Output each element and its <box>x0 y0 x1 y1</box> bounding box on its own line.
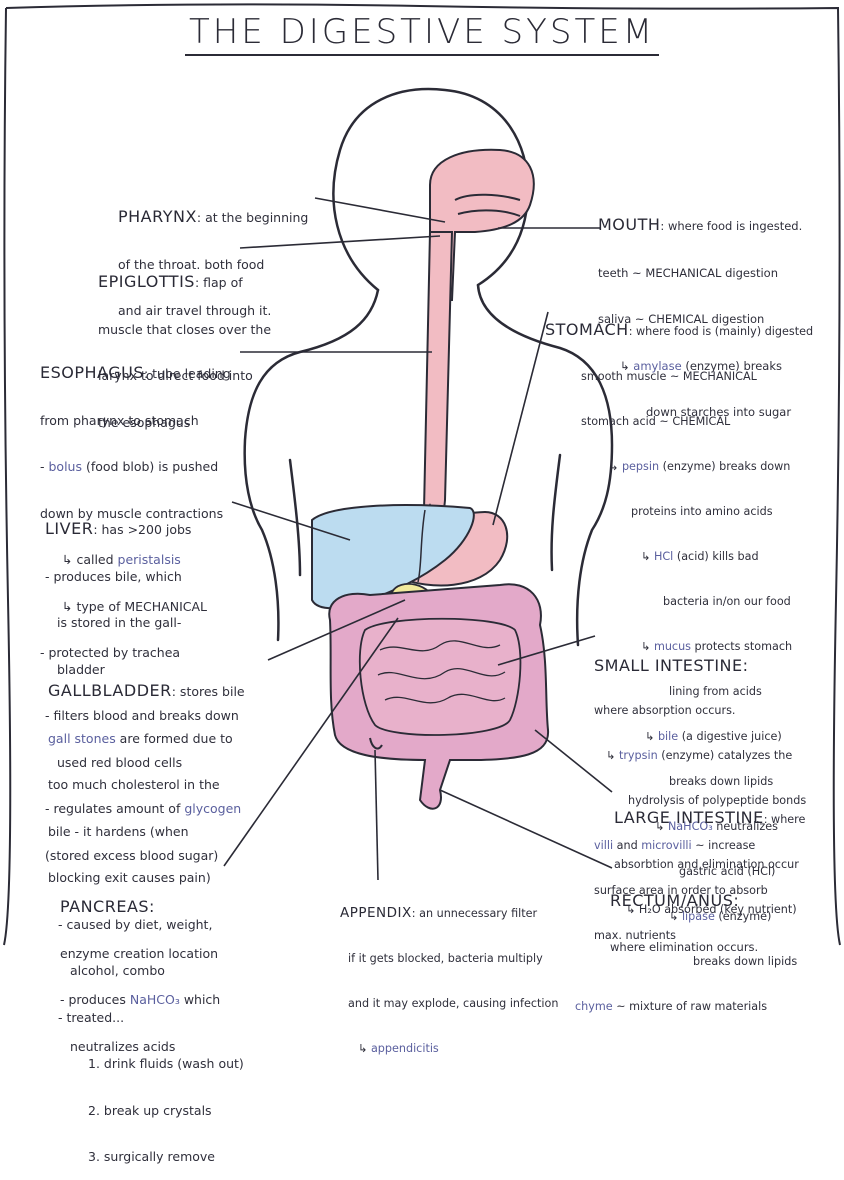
large-intestine-heading: LARGE INTESTINE <box>614 808 764 827</box>
appendicitis-term: appendicitis <box>371 1042 439 1055</box>
appendix-text: if it gets blocked, bacteria multiply <box>340 951 558 966</box>
rectum-heading: RECTUM/ANUS: <box>610 893 758 909</box>
stomach-text: ~ mixture of raw materials <box>613 1000 767 1013</box>
liver-heading: LIVER <box>45 519 93 538</box>
small-intestine-text: where absorption occurs. <box>594 703 806 718</box>
small-intestine-heading: SMALL INTESTINE: <box>594 658 806 673</box>
appendix-text: ↳ <box>358 1042 371 1055</box>
page-title: THE DIGESTIVE SYSTEM <box>0 12 844 52</box>
rectum-label: RECTUM/ANUS: where elimination occurs. <box>610 862 758 971</box>
esophagus-text: : tube leading <box>144 366 231 381</box>
small-intestine-text: (enzyme) catalyzes the <box>658 749 793 762</box>
stomach-text: (acid) kills bad <box>673 550 758 563</box>
pancreas-heading: PANCREAS: <box>60 899 220 915</box>
gallbladder-text: are formed due to <box>116 731 233 746</box>
appendix-text: : an unnecessary filter <box>412 907 537 920</box>
mouth-text: teeth ~ MECHANICAL digestion <box>598 266 802 282</box>
gallbladder-text: 2. break up crystals <box>48 1103 245 1119</box>
pancreas-text: neutralizes acids <box>60 1039 220 1055</box>
gallbladder-heading: GALLBLADDER <box>48 681 172 700</box>
villi-term: villi <box>594 839 613 852</box>
liver-text: - produces bile, which <box>45 569 241 585</box>
esophagus-heading: ESOPHAGUS <box>40 363 144 382</box>
pepsin-term: pepsin <box>622 460 659 473</box>
hcl-term: HCl <box>654 550 673 563</box>
rectum-text: where elimination occurs. <box>610 940 758 956</box>
large-intestine-text: : where <box>764 813 806 826</box>
liver-text: : has >200 jobs <box>93 522 191 537</box>
epiglottis-text: : flap of <box>195 275 243 290</box>
appendix-heading: APPENDIX <box>340 905 412 921</box>
appendix-text: and it may explode, causing infection <box>340 996 558 1011</box>
stomach-text: proteins into amino acids <box>545 504 813 519</box>
trypsin-term: trypsin <box>619 749 658 762</box>
stomach-text: ↳ <box>609 460 622 473</box>
gall-stones-term: gall stones <box>48 731 116 746</box>
gallbladder-text: 3. surgically remove <box>48 1149 245 1165</box>
small-intestine-shape <box>360 619 521 735</box>
gallbladder-text: bile - it hardens (when <box>48 824 245 840</box>
stomach-text: bacteria in/on our food <box>545 594 813 609</box>
epiglottis-heading: EPIGLOTTIS <box>98 272 195 291</box>
esophagus-shape <box>424 232 452 518</box>
nahco3-term: NaHCO₃ <box>130 992 180 1007</box>
gallbladder-text: : stores bile <box>172 684 245 699</box>
small-intestine-text: ↳ <box>606 749 619 762</box>
stomach-text: smooth muscle ~ MECHANICAL <box>545 369 813 384</box>
mouth-heading: MOUTH <box>598 215 660 234</box>
pancreas-text: which <box>180 992 220 1007</box>
stomach-text: ↳ <box>641 550 654 563</box>
stomach-heading: STOMACH <box>545 320 629 339</box>
gallbladder-text: too much cholesterol in the <box>48 777 245 793</box>
pancreas-text: - produces <box>60 992 130 1007</box>
esophagus-text: from pharynx to stomach <box>40 413 231 429</box>
bolus-term: bolus <box>48 459 82 474</box>
liver-text: is stored in the gall- <box>45 615 241 631</box>
stomach-text: stomach acid ~ CHEMICAL <box>545 414 813 429</box>
page-border-left <box>4 8 10 945</box>
esophagus-text: (food blob) is pushed <box>82 459 218 474</box>
chyme-term: chyme <box>575 1000 613 1013</box>
pancreas-text: enzyme creation location <box>60 946 220 962</box>
pharynx-text: : at the beginning <box>197 210 308 225</box>
pharynx-heading: PHARYNX <box>118 207 197 226</box>
mouth-text: : where food is ingested. <box>660 219 802 233</box>
appendix-label: APPENDIX: an unnecessary filter if it ge… <box>340 876 558 1071</box>
stomach-text: : where food is (mainly) digested <box>629 325 813 338</box>
pancreas-label: PANCREAS: enzyme creation location - pro… <box>60 868 220 1070</box>
stomach-text: (enzyme) breaks down <box>659 460 790 473</box>
